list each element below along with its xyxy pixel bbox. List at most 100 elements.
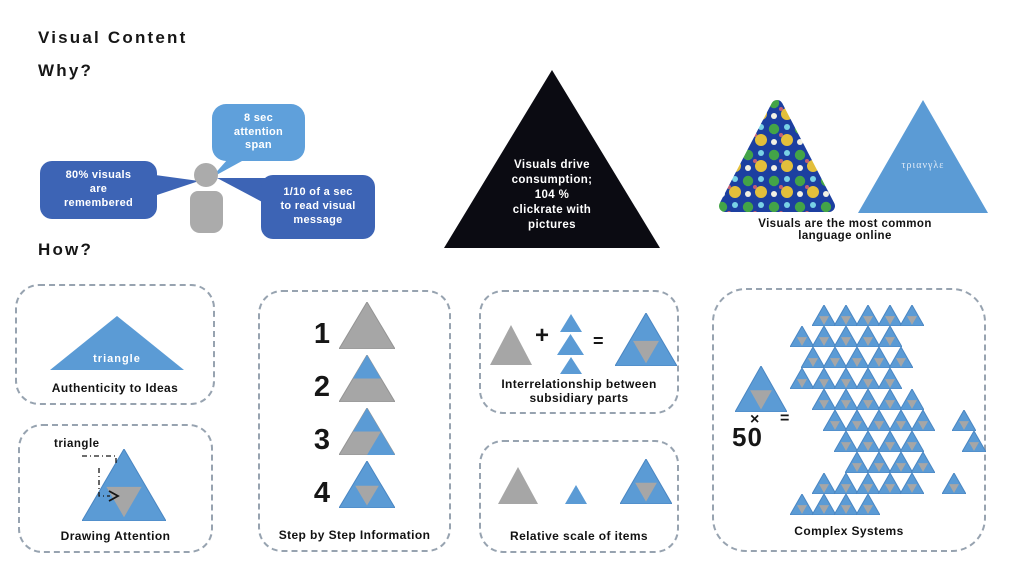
cluster-triangle — [790, 326, 814, 347]
bubble-attention-span: 8 sec attention span — [212, 104, 305, 161]
part-triangle-1 — [560, 314, 582, 332]
cluster-triangle — [856, 494, 880, 515]
authenticity-triangle-label: triangle — [93, 353, 141, 365]
drawing-attention-label: triangle — [54, 438, 100, 450]
cluster-triangle — [878, 326, 902, 347]
cluster-triangle — [900, 431, 924, 452]
multiplier-value: 50 — [732, 422, 763, 452]
multiply-sign: × — [750, 411, 760, 428]
cluster-triangle — [878, 431, 902, 452]
person-icon-body — [190, 191, 223, 233]
cluster-triangle — [790, 368, 814, 389]
cluster-triangle — [812, 368, 836, 389]
cluster-triangle — [812, 326, 836, 347]
person-icon-head — [194, 163, 218, 187]
cluster-triangle — [834, 494, 858, 515]
step-number: 4 — [313, 477, 330, 510]
authenticity-box: triangle Authenticity to Ideas — [15, 284, 215, 405]
step-row-4: 4 — [304, 461, 395, 508]
cluster-triangle — [889, 452, 913, 473]
complex-systems-caption: Complex Systems — [794, 524, 904, 538]
drawing-attention-caption: Drawing Attention — [60, 529, 171, 543]
relative-scale-caption: Relative scale of items — [510, 529, 648, 543]
cluster-triangle — [867, 410, 891, 431]
cluster-triangle — [834, 326, 858, 347]
equals-sign: = — [593, 331, 604, 351]
cluster-triangle — [867, 452, 891, 473]
medium-gray-triangle — [498, 467, 538, 504]
greek-triangle: τριανγλε — [858, 100, 988, 213]
cluster-triangle — [834, 473, 858, 494]
bubble-read-speed: 1/10 of a sec to read visual message — [261, 175, 375, 239]
language-caption: Visuals are the most common language onl… — [758, 218, 932, 242]
cluster-triangle — [889, 347, 913, 368]
cluster-triangle — [911, 410, 935, 431]
plus-sign: + — [535, 322, 550, 349]
cluster-triangle — [856, 473, 880, 494]
bubble-visuals-remembered: 80% visuals are remembered — [40, 161, 157, 219]
unit-triangle — [735, 366, 787, 412]
cluster-triangle — [812, 389, 836, 410]
complex-equals-sign: = — [780, 410, 790, 427]
slide-title: Visual Content — [38, 28, 188, 47]
part-triangle-2 — [557, 334, 584, 355]
cluster-triangle — [900, 305, 924, 326]
interrelationship-box: + = Interrelationship between subsidiary… — [479, 290, 679, 414]
black-triangle-text: Visuals drive consumption; 104 % clickra… — [511, 159, 593, 231]
black-triangle: Visuals drive consumption; 104 % clickra… — [444, 70, 660, 248]
cluster-triangle — [834, 368, 858, 389]
part-triangle-3 — [560, 357, 582, 374]
cluster-triangle — [845, 452, 869, 473]
cluster-triangle — [911, 452, 935, 473]
cluster-triangle — [867, 347, 891, 368]
cluster-triangle — [952, 410, 976, 431]
cluster-triangle — [856, 368, 880, 389]
cluster-triangle — [812, 494, 836, 515]
cluster-triangle — [900, 389, 924, 410]
cluster-triangle — [801, 347, 825, 368]
greek-triangle-label: τριανγλε — [901, 160, 945, 171]
cluster-triangle — [823, 347, 847, 368]
small-blue-triangle — [565, 485, 587, 504]
relative-scale-box: Relative scale of items — [479, 440, 679, 553]
large-composite-triangle — [620, 459, 672, 504]
drawing-attention-box: triangle Drawing Attention — [18, 424, 213, 553]
step-number: 2 — [313, 371, 330, 404]
cluster-triangle — [878, 368, 902, 389]
cluster-triangle — [878, 305, 902, 326]
cluster-triangle — [834, 389, 858, 410]
step-triangle — [339, 302, 395, 349]
interrelationship-caption: Interrelationship between subsidiary par… — [501, 377, 657, 406]
cluster-triangle — [790, 494, 814, 515]
why-heading: Why? — [38, 61, 94, 80]
step-rows: 1 2 3 4 — [304, 302, 395, 508]
cluster-triangle — [812, 305, 836, 326]
mosaic-triangle-image — [719, 100, 835, 212]
cluster-triangle — [845, 410, 869, 431]
cluster-triangle — [856, 305, 880, 326]
cluster-triangle — [834, 305, 858, 326]
authenticity-triangle: triangle — [50, 316, 184, 370]
cluster-triangle — [856, 431, 880, 452]
composite-triangle — [615, 313, 677, 366]
cluster-triangle — [900, 473, 924, 494]
triangle-cluster — [714, 290, 988, 554]
step-row-1: 1 — [304, 302, 395, 349]
whole-gray-triangle — [490, 325, 532, 365]
attention-arrow — [82, 455, 120, 502]
cluster-triangle — [812, 473, 836, 494]
step-triangle — [339, 408, 395, 455]
cluster-triangle — [878, 389, 902, 410]
step-triangle — [339, 461, 395, 508]
step-number: 3 — [313, 424, 330, 457]
complex-systems-box: × 50 = Complex Systems — [712, 288, 986, 552]
step-row-2: 2 — [304, 355, 395, 402]
cluster-triangle — [878, 473, 902, 494]
cluster-triangle — [856, 326, 880, 347]
authenticity-caption: Authenticity to Ideas — [51, 381, 179, 395]
how-heading: How? — [38, 240, 94, 259]
cluster-triangle — [823, 410, 847, 431]
cluster-triangle — [942, 473, 966, 494]
